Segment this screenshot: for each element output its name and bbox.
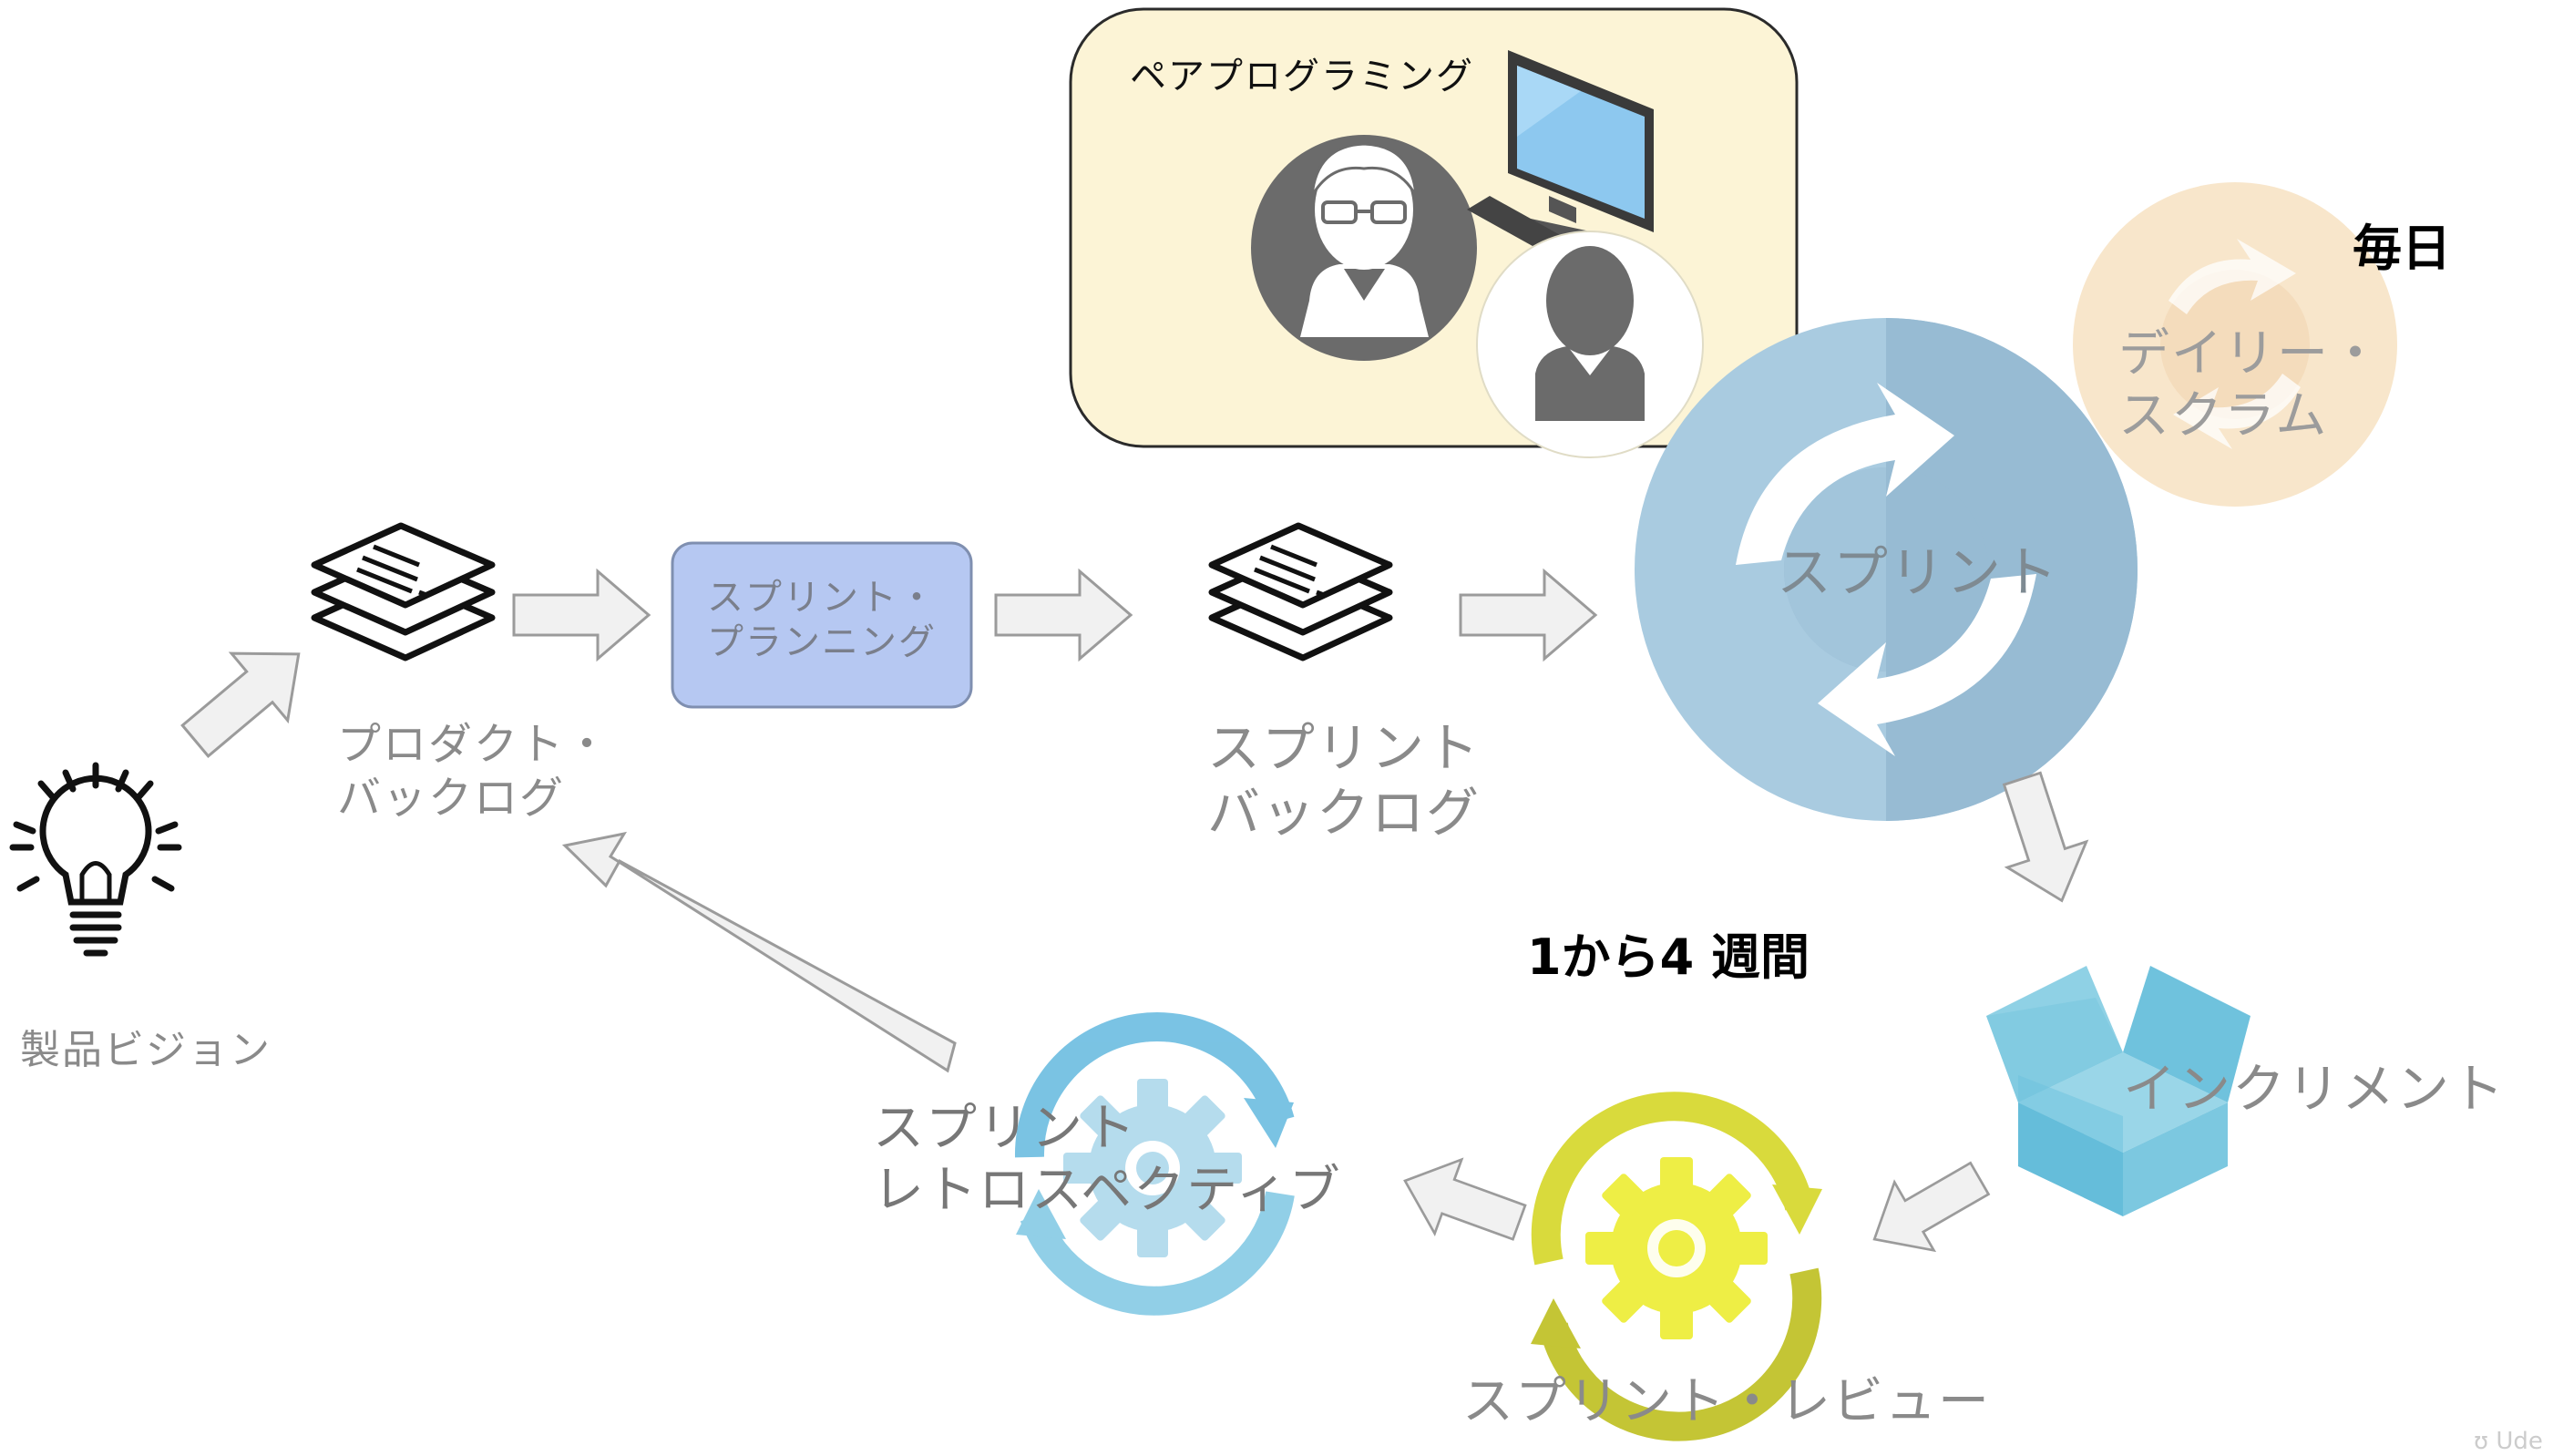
sprint-review-gear-icon [1531,1092,1822,1441]
arrow-sprint-backlog-to-sprint [1459,569,1597,661]
programmer-with-glasses-icon [1251,135,1477,361]
daily-frequency-label: 毎日 [2353,220,2451,277]
product-vision-label: 製品ビジョン [20,1027,272,1073]
sprint-retrospective-label: スプリント レトロスペクティブ [873,1099,1342,1221]
sprint-label: スプリント [1777,541,2059,605]
watermark-logo: ʊ Ude [2474,1428,2543,1455]
lightbulb-icon [9,762,182,957]
arrow-vision-to-product-backlog [166,619,329,776]
sprint-retrospective-gear-icon [1014,1011,1295,1316]
arrow-retrospective-to-product-backlog [561,831,957,1073]
arrow-review-to-retrospective [1389,1143,1534,1261]
sprint-planning-label: スプリント・ プランニング [707,577,937,663]
increment-label: インクリメント [2123,1058,2507,1120]
sprint-planning-box [671,541,973,709]
daily-scrum-cycle-icon [2073,182,2397,507]
sprint-backlog-documents-icon [1208,522,1393,661]
arrow-increment-to-review [1853,1143,2001,1275]
sprint-cycle-icon [1635,318,2138,821]
pair-programming-label: ペアプログラミング [1130,56,1474,97]
arrow-planning-to-sprint-backlog [994,569,1133,661]
sprint-duration-label: 1から4 週間 [1527,928,1810,986]
programmer-icon [1476,231,1704,458]
sprint-backlog-label: スプリント バックログ [1207,717,1482,844]
product-backlog-label: プロダクト・ バックログ [337,719,611,824]
increment-box-icon [1986,966,2251,1216]
sprint-review-label: スプリント・レビュー [1462,1372,1991,1431]
arrow-product-backlog-to-planning [512,569,651,661]
product-backlog-documents-icon [311,522,496,661]
daily-scrum-label: デイリー・ スクラム [2118,324,2383,446]
